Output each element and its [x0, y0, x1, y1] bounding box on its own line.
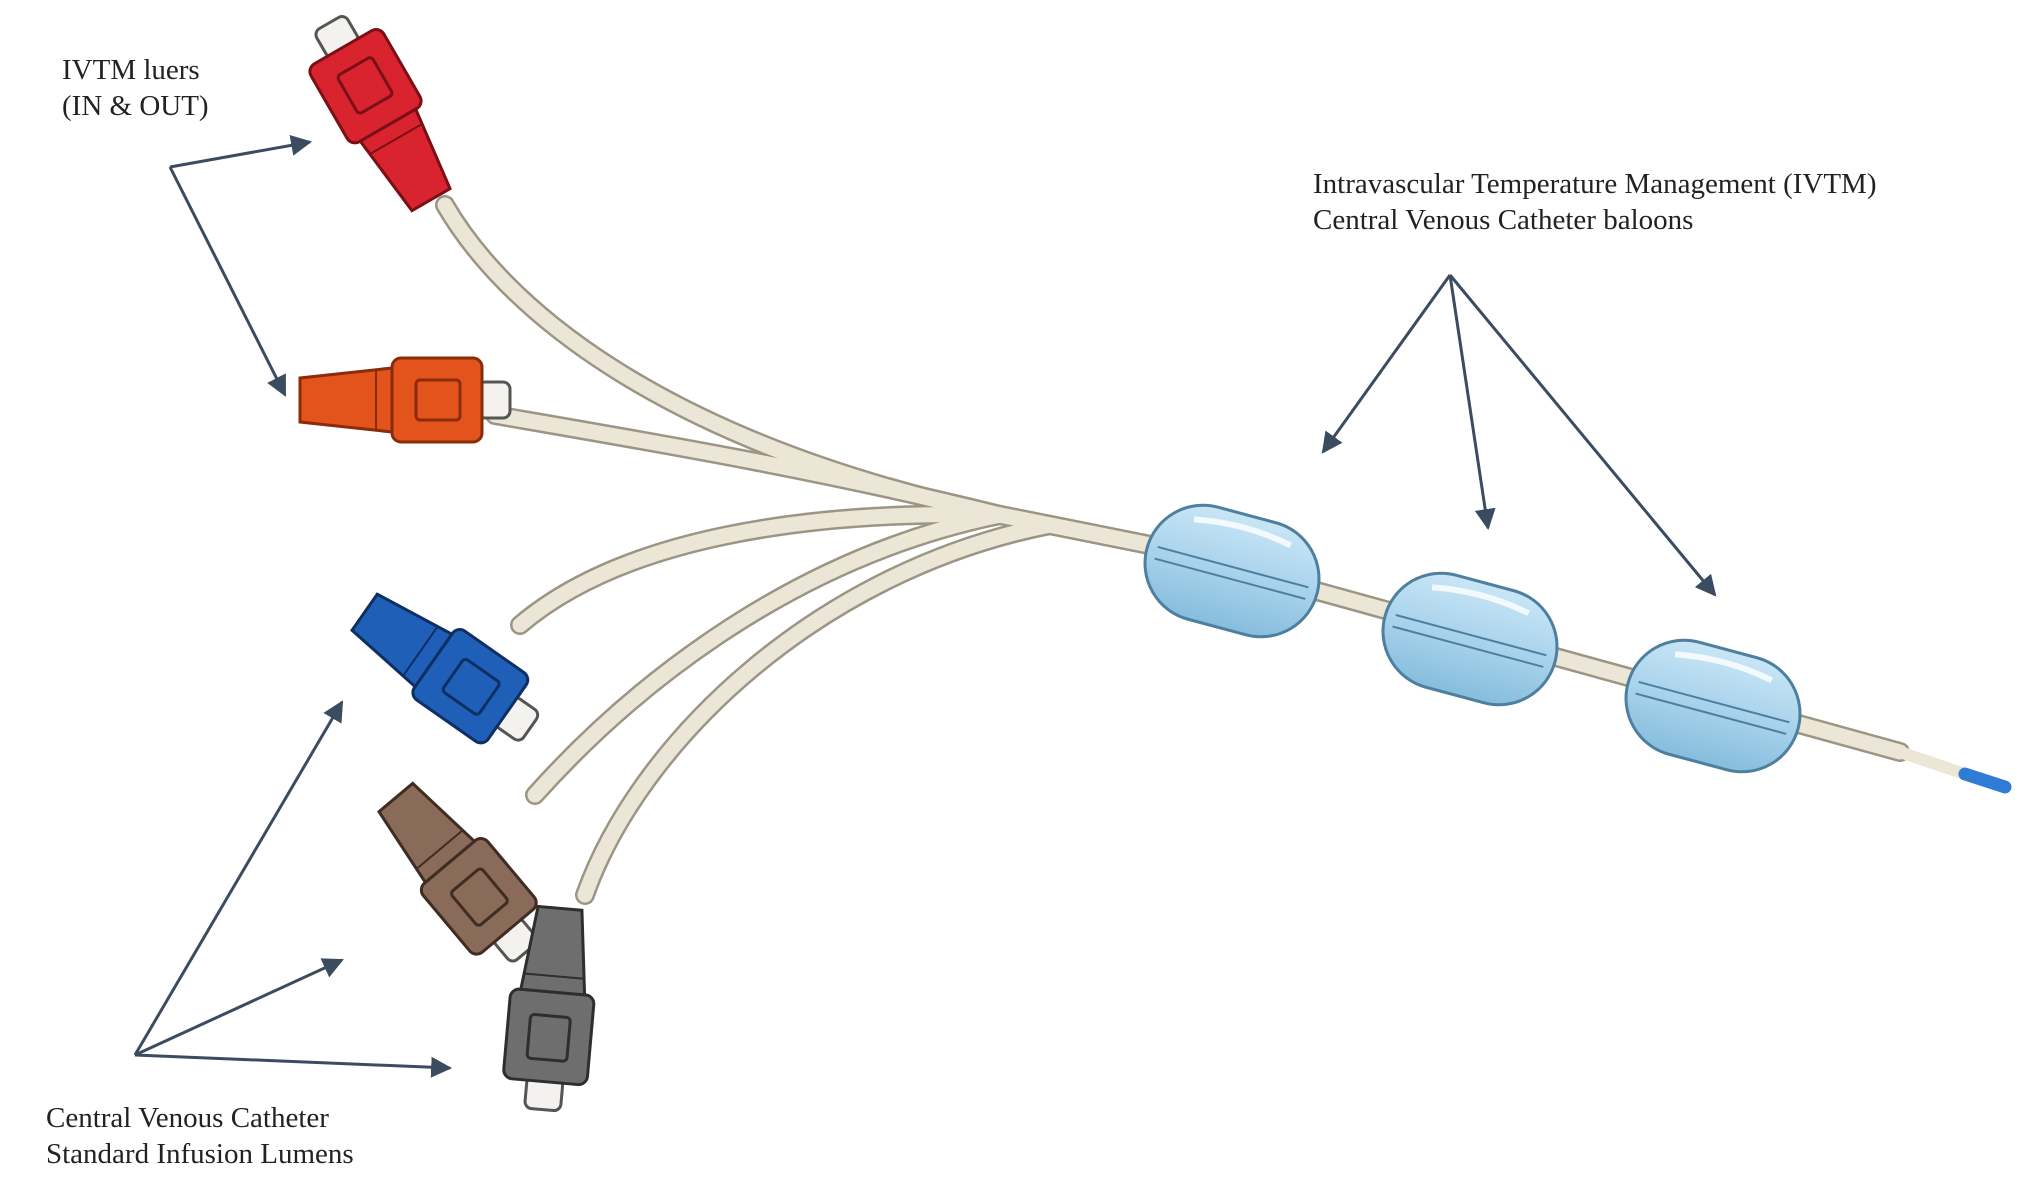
arrow-to-red-luer — [169, 134, 313, 169]
orange-luer-icon — [298, 356, 512, 444]
ivtm-balloons — [1143, 503, 1802, 774]
ivtm-balloons-label-line1: Intravascular Temperature Management (IV… — [1313, 168, 1877, 200]
cvc-lumens-label: Central Venous Catheter Standard Infusio… — [46, 1100, 354, 1172]
cvc-lumens-label-line2: Standard Infusion Lumens — [46, 1138, 354, 1170]
ivtm-balloons-label: Intravascular Temperature Management (IV… — [1313, 166, 1877, 238]
cvc-lumens-label-line1: Central Venous Catheter — [46, 1102, 329, 1134]
balloon-icon — [1381, 571, 1559, 707]
arrow-to-gray-luer — [134, 1053, 453, 1078]
balloon-icon — [1624, 638, 1802, 774]
arrow-to-brown-luer — [134, 958, 344, 1057]
annotation-arrows — [133, 134, 1717, 1078]
arrow-to-blue-luer — [133, 700, 344, 1056]
brown-luer-icon — [377, 781, 539, 963]
arrow-to-orange-luer — [168, 166, 287, 397]
luer-connectors — [298, 15, 596, 1113]
balloon-icon — [1143, 503, 1321, 639]
arrow-to-balloon-1 — [1321, 274, 1452, 454]
ivtm-luers-label-line1: IVTM luers — [62, 54, 200, 86]
ivtm-luers-label: IVTM luers (IN & OUT) — [62, 52, 209, 124]
blue-luer-icon — [350, 592, 540, 745]
ivtm-balloons-label-line2: Central Venous Catheter baloons — [1313, 204, 1694, 236]
arrow-to-balloon-2 — [1448, 274, 1496, 531]
arrow-to-balloon-3 — [1448, 274, 1717, 597]
red-luer-icon — [308, 15, 452, 213]
ivtm-luers-label-line2: (IN & OUT) — [62, 90, 209, 122]
gray-luer-icon — [502, 904, 596, 1113]
